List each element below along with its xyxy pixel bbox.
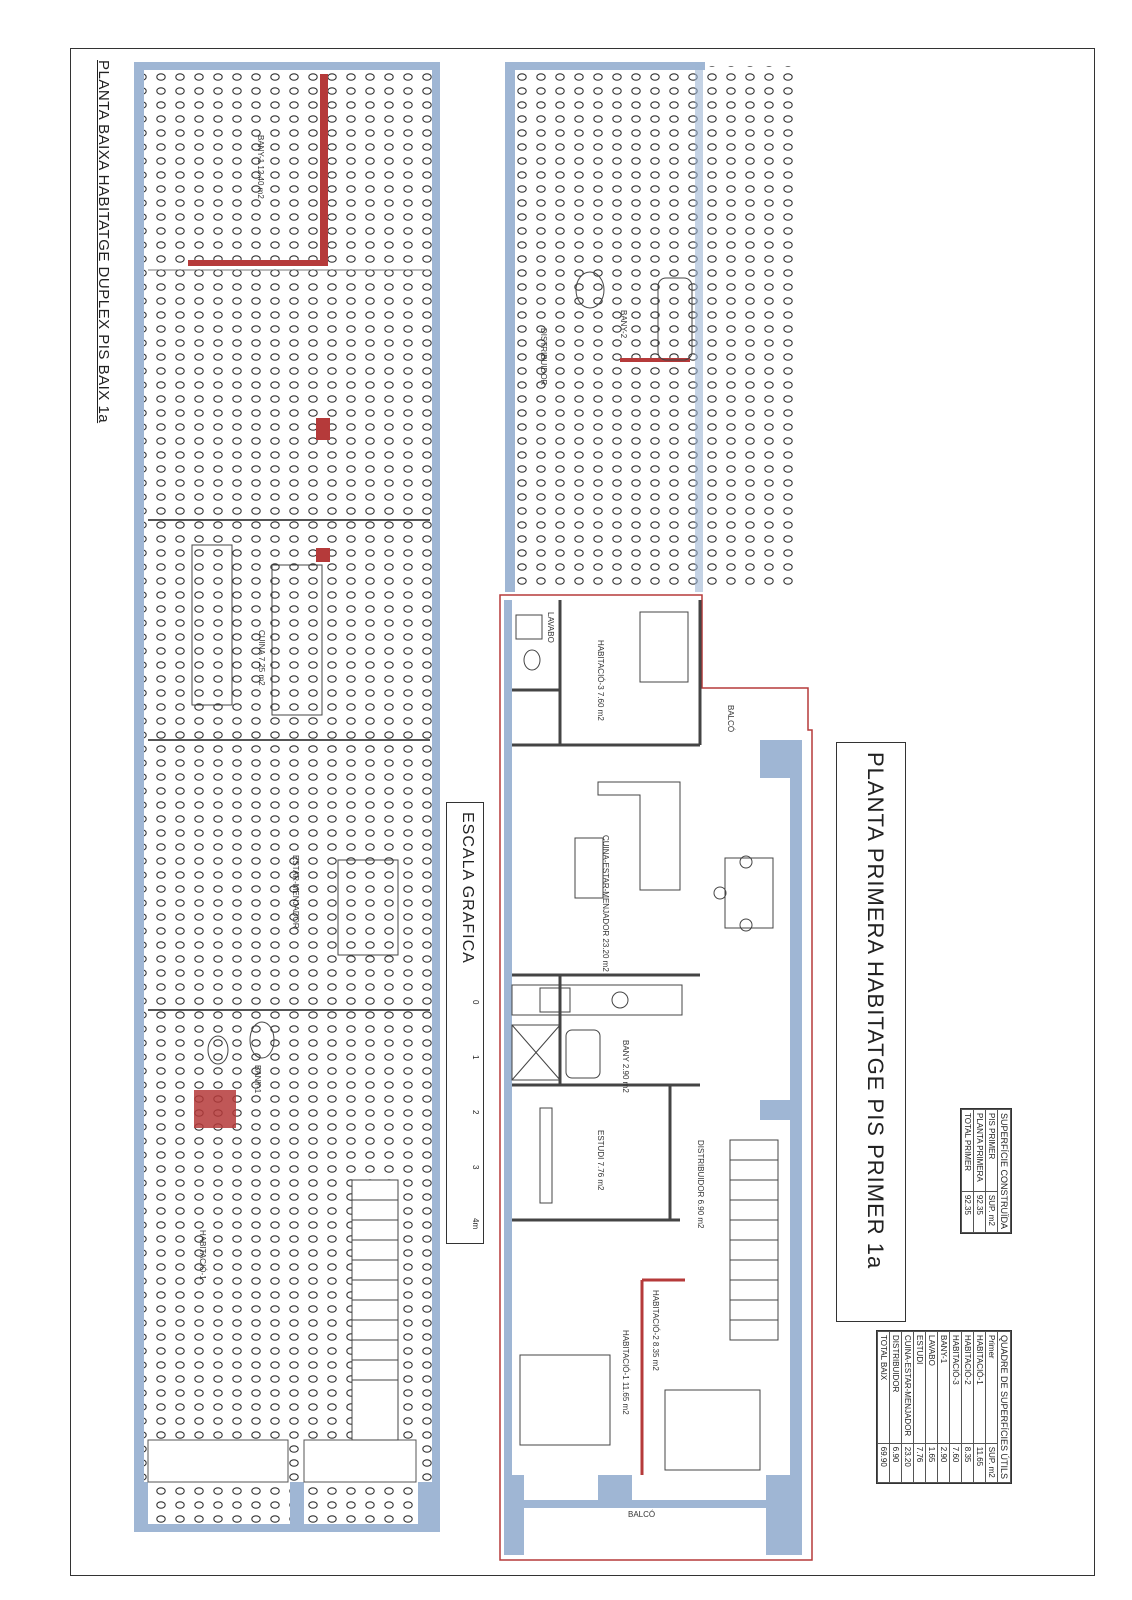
useful-cell: 23.20 — [901, 1443, 914, 1483]
upper-room-label: HABITACIÓ-3 7.60 m2 — [596, 640, 605, 721]
useful-cell: 8.35 — [961, 1443, 974, 1483]
lower-floor-plan — [134, 62, 440, 1532]
lower-room-label: ESTAR-MENJADOR — [291, 855, 300, 929]
drawing-sheet — [70, 48, 1095, 1576]
useful-cell: 7.76 — [913, 1443, 926, 1483]
scale-tick-2: 2 — [471, 1110, 480, 1115]
useful-cell: HABITACIÓ-1 — [973, 1331, 986, 1444]
scale-box — [446, 802, 484, 1244]
useful-cell: 7.60 — [949, 1443, 962, 1483]
built-surface-title: SUPERFÍCIE CONSTRUÏDA — [997, 1109, 1011, 1233]
useful-cell: DISTRIBUIDOR — [889, 1331, 902, 1444]
lower-room-label: CUINA 7.25 m2 — [257, 630, 266, 686]
upper-room-label: DISTRIBUIDOR — [539, 328, 548, 386]
scale-tick-0: 0 — [471, 1000, 480, 1005]
upper-floor-plan — [499, 62, 813, 1561]
useful-cell: HABITACIÓ-3 — [949, 1331, 962, 1444]
useful-cell: HABITACIÓ-2 — [961, 1331, 974, 1444]
lower-room-label: BANY-1 — [253, 1065, 262, 1094]
useful-cell: TOTAL BAIX — [877, 1331, 890, 1444]
useful-cell: 11.65 — [973, 1443, 986, 1483]
scale-title: ESCALA GRAFICA — [459, 812, 476, 964]
upper-room-label: DISTRIBUIDOR 6.90 m2 — [696, 1140, 705, 1229]
upper-room-label: BALCÓ — [726, 705, 735, 733]
upper-room-label: BANY 2.90 m2 — [621, 1040, 630, 1093]
upper-floor-title: PLANTA PRIMERA HABITATGE PIS PRIMER 1a — [863, 752, 888, 1270]
useful-surface-title: QUADRE DE SUPERFÍCIES ÚTILS — [997, 1331, 1011, 1483]
lower-floor-title: PLANTA BAIXA HABITATGE DUPLEX PIS BAIX 1… — [95, 60, 112, 424]
built-header: SUP. m2 — [985, 1191, 998, 1233]
useful-cell: 2.90 — [937, 1443, 950, 1483]
useful-cell: 1.65 — [925, 1443, 938, 1483]
upper-room-label: ESTUDI 7.76 m2 — [596, 1130, 605, 1191]
built-cell: 92.35 — [961, 1191, 974, 1233]
useful-cell: 69.90 — [877, 1443, 890, 1483]
upper-room-label: CUINA-ESTAR-MENJADOR 23.20 m2 — [601, 835, 610, 972]
built-cell: 92.35 — [973, 1191, 986, 1233]
useful-header: SUP. m2 — [985, 1443, 998, 1483]
useful-cell: LAVABO — [925, 1331, 938, 1444]
lower-room-label: BANY-1 12.40 m2 — [256, 135, 265, 199]
scale-tick-4: 4m — [471, 1218, 480, 1230]
upper-room-label: BALCÓ — [628, 1510, 656, 1519]
useful-cell: BANY-1 — [937, 1331, 950, 1444]
scale-tick-3: 3 — [471, 1165, 480, 1170]
upper-room-label: HABITACIÓ-2 8.35 m2 — [651, 1290, 660, 1371]
built-header: PIS PRIMER — [985, 1109, 998, 1192]
scale-tick-1: 1 — [471, 1055, 480, 1060]
built-cell: TOTAL PRIMER — [961, 1109, 974, 1192]
lower-room-label: HABITACIÓ-1 — [198, 1230, 207, 1280]
upper-room-label: HABITACIÓ-1 11.65 m2 — [621, 1330, 630, 1415]
upper-floor-title-box — [836, 742, 906, 1322]
upper-room-label: LAVABO — [546, 612, 555, 643]
useful-header: Primer — [985, 1331, 998, 1444]
upper-room-label: BANY-2 — [619, 310, 628, 339]
built-cell: PLANTA PRIMERA — [973, 1109, 986, 1192]
useful-cell: ESTUDI — [913, 1331, 926, 1444]
useful-cell: CUINA-ESTAR-MENJADOR — [901, 1331, 914, 1444]
useful-cell: 6.90 — [889, 1443, 902, 1483]
